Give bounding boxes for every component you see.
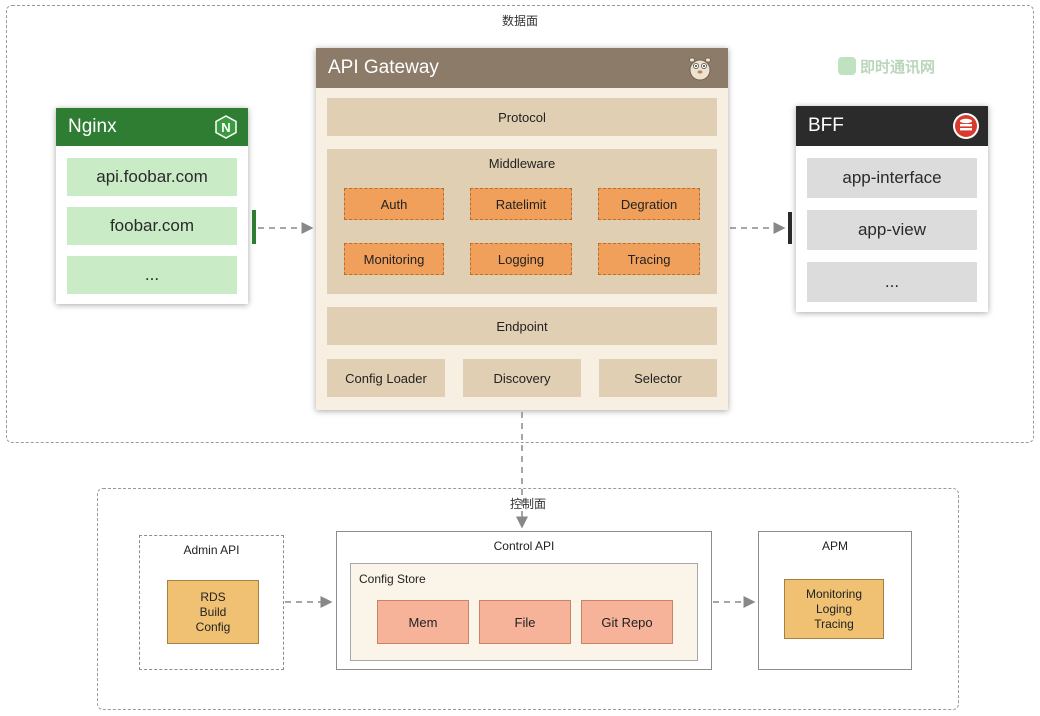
apm-box-line-2: Loging <box>815 601 853 616</box>
middleware-title: Middleware <box>488 156 556 171</box>
gateway-selector: Selector <box>599 359 717 397</box>
gateway-discovery: Discovery <box>463 359 581 397</box>
data-plane-label: 数据面 <box>501 14 538 28</box>
admin-box-line-1: RDS <box>200 589 226 604</box>
nginx-header: Nginx N <box>56 108 248 146</box>
nginx-logo-letter: N <box>221 120 230 135</box>
store-mem: Mem <box>377 600 469 644</box>
nginx-port <box>252 210 256 244</box>
control-plane-label: 控制面 <box>488 495 568 512</box>
store-file: File <box>479 600 571 644</box>
control-api-title: Control API <box>493 539 555 553</box>
gateway-protocol: Protocol <box>327 98 717 136</box>
middleware-monitoring: Monitoring <box>344 243 444 275</box>
gopher-mascot-icon <box>686 54 714 82</box>
apm-box-line-3: Tracing <box>814 616 854 631</box>
bff-port <box>788 212 792 244</box>
apm-monitoring-logging-tracing: Monitoring Loging Tracing <box>784 579 884 639</box>
middleware-degration: Degration <box>598 188 700 220</box>
bff-header: BFF <box>796 106 988 146</box>
middleware-section: Middleware Auth Ratelimit Degration Moni… <box>327 149 717 294</box>
data-plane-region <box>6 5 1034 443</box>
control-plane-region <box>97 488 959 710</box>
nginx-item-api-foobar: api.foobar.com <box>67 158 237 196</box>
admin-api-box: Admin API RDS Build Config <box>139 535 284 670</box>
apm-box-line-1: Monitoring <box>805 586 863 601</box>
middleware-tracing: Tracing <box>598 243 700 275</box>
middleware-logging: Logging <box>470 243 572 275</box>
nginx-logo-icon: N <box>214 115 238 139</box>
gateway-config-loader: Config Loader <box>327 359 445 397</box>
apm-title: APM <box>821 539 848 553</box>
config-store-box: Config Store Mem File Git Repo <box>350 563 698 661</box>
admin-box-line-3: Config <box>195 619 231 634</box>
bff-item-more: ... <box>807 262 977 302</box>
admin-rds-build-config: RDS Build Config <box>167 580 259 644</box>
nginx-title: Nginx <box>68 116 117 137</box>
apm-box: APM Monitoring Loging Tracing <box>758 531 912 670</box>
bff-title: BFF <box>808 115 844 136</box>
watermark-text: 即时通讯网 <box>860 58 936 76</box>
nginx-item-foobar: foobar.com <box>67 207 237 245</box>
bff-card: BFF app-interface app-view ... <box>796 106 988 312</box>
bff-item-app-interface: app-interface <box>807 158 977 198</box>
bff-item-app-view: app-view <box>807 210 977 250</box>
api-gateway-header: API Gateway <box>316 48 728 88</box>
chat-bubble-icon <box>838 57 856 75</box>
database-icon <box>952 112 980 140</box>
admin-api-title: Admin API <box>183 543 240 557</box>
api-gateway-title: API Gateway <box>328 57 439 78</box>
control-api-box: Control API Config Store Mem File Git Re… <box>336 531 712 670</box>
nginx-item-more: ... <box>67 256 237 294</box>
admin-box-line-2: Build <box>199 604 227 619</box>
gateway-endpoint: Endpoint <box>327 307 717 345</box>
watermark-logo: 即时通讯网 <box>838 53 958 79</box>
nginx-card: Nginx N api.foobar.com foobar.com ... <box>56 108 248 304</box>
middleware-ratelimit: Ratelimit <box>470 188 572 220</box>
api-gateway-card: API Gateway Protocol Middleware Auth Rat… <box>316 48 728 410</box>
store-git-repo: Git Repo <box>581 600 673 644</box>
middleware-auth: Auth <box>344 188 444 220</box>
config-store-title: Config Store <box>359 572 426 586</box>
